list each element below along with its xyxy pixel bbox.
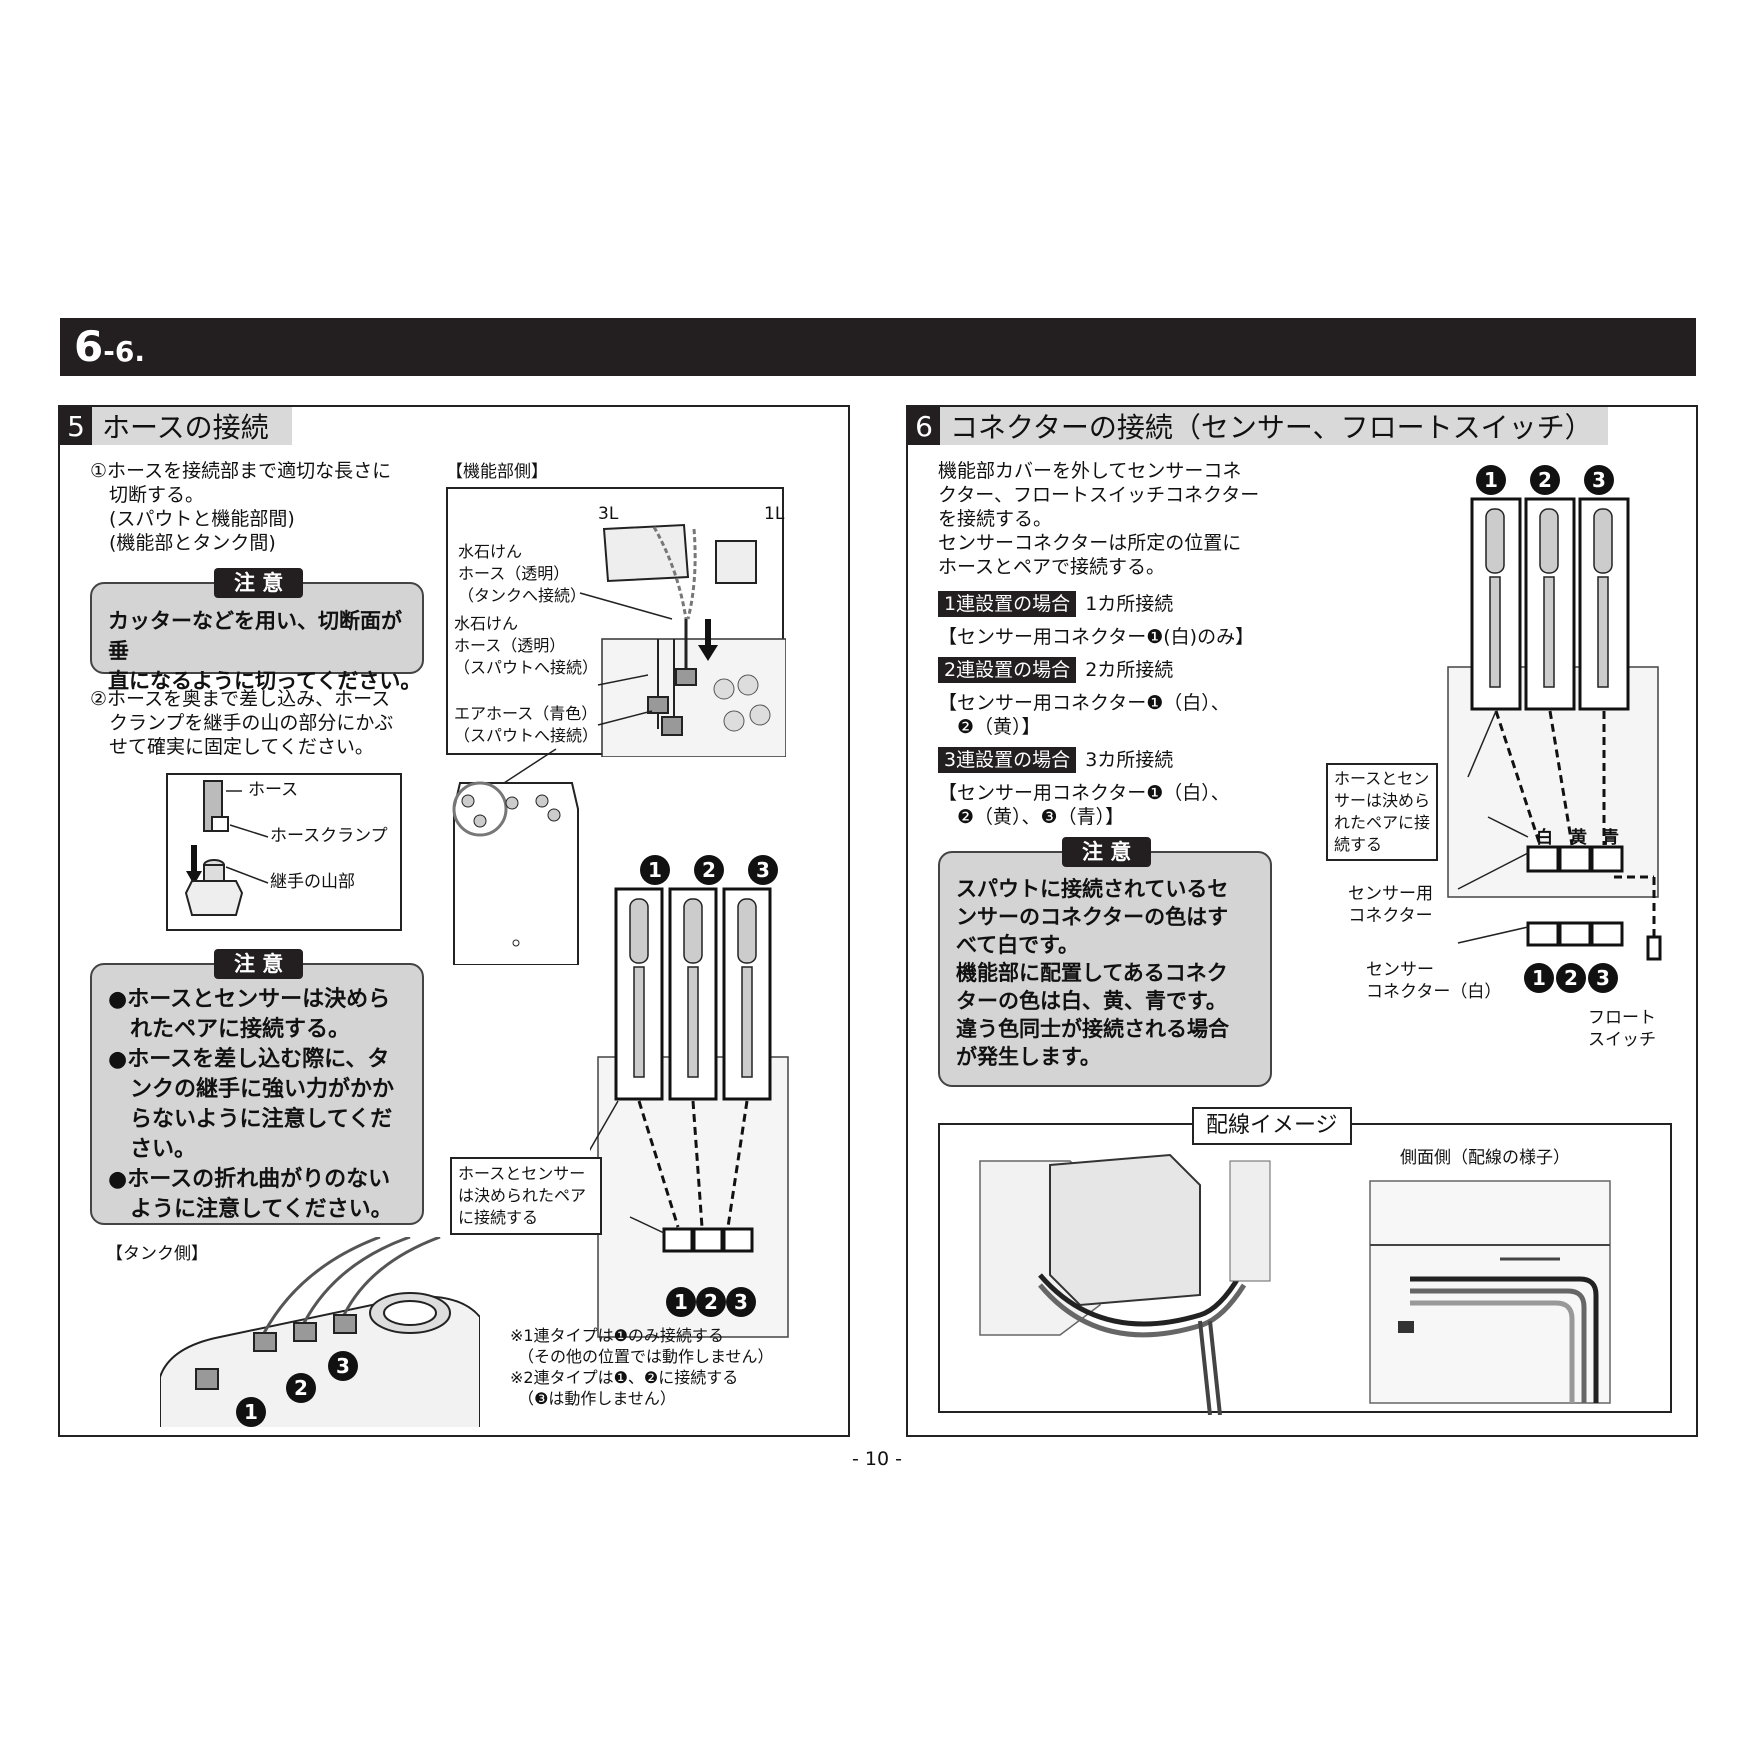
pair-note-callout: ホースとセンサー は決められたペア に接続する — [450, 1157, 602, 1235]
float-switch-label: フロート スイッチ — [1588, 1008, 1656, 1050]
case-3: 3連設置の場合 3カ所接続 — [938, 747, 1173, 773]
tank-illustration — [160, 1237, 480, 1427]
label-3l: 3L — [598, 504, 619, 524]
unit-number-3: 3 — [748, 855, 778, 885]
connector-number-1: 1 — [1524, 963, 1554, 993]
cabinet-illustration — [452, 781, 579, 965]
step1-text: ①ホースを接続部まで適切な長さに 切断する。 (スパウトと機能部間) (機能部と… — [90, 460, 392, 554]
caution-tag: 注 意 — [214, 949, 304, 979]
section-number: 6-6. — [74, 322, 145, 371]
caution-text: スパウトに接続されているセ ンサーのコネクターの色はす べて白です。 機能部に配… — [956, 877, 1229, 1069]
case2-badge: 2連設置の場合 — [938, 657, 1077, 683]
soap-hose-spout-label: 水石けん ホース（透明） （スパウトへ接続） — [454, 614, 599, 677]
callout-line — [503, 748, 557, 784]
section-title-text: ホースの接続 — [102, 411, 269, 444]
connector-number-2: 2 — [696, 1287, 726, 1317]
wiring-title: 配線イメージ — [1206, 1113, 1338, 1138]
pair-note-callout-right: ホースとセン サーは決めら れたペアに接 続する — [1326, 763, 1438, 861]
caution-box-right: 注 意 スパウトに接続されているセ ンサーのコネクターの色はす べて白です。 機… — [938, 837, 1272, 1087]
intro-text: 機能部カバーを外してセンサーコネ クター、フロートスイッチコネクター を接続する… — [938, 460, 1260, 578]
section-number-5: 5 — [60, 407, 92, 445]
hose-clamp-figure: ホース ホースクランプ 継手の山部 — [166, 773, 402, 931]
hose-clamp-label: ホースクランプ — [270, 826, 388, 846]
connector-number-3: 3 — [726, 1287, 756, 1317]
unit-number-2: 2 — [694, 855, 724, 885]
sensor-connector-label: センサー用 コネクター — [1348, 884, 1433, 926]
right-section-title: 6 コネクターの接続（センサー、フロートスイッチ） — [908, 407, 1608, 445]
unit-number-1: 1 — [1476, 465, 1506, 495]
air-hose-label: エアホース（青色） （スパウトへ接続） — [454, 704, 599, 745]
caution-tag: 注 意 — [214, 568, 304, 598]
case3-detail: 【センサー用コネクター❶（白）、 ❷（黄）、❸（青）】 — [938, 782, 1230, 828]
left-panel: 5 ホースの接続 ①ホースを接続部まで適切な長さに 切断する。 (スパウトと機能… — [58, 405, 850, 1437]
tank-side-label: 【タンク側】 — [106, 1244, 208, 1264]
case1-count: 1カ所接続 — [1085, 593, 1174, 615]
case3-badge: 3連設置の場合 — [938, 747, 1077, 773]
page-number: - 10 - — [852, 1448, 902, 1470]
hose-clamp-illustration — [184, 780, 269, 916]
caution-text: カッターなどを用い、切断面が垂 直になるように切ってください。 — [108, 609, 422, 693]
section-header-bar: 6-6. — [60, 318, 1696, 376]
spout-units-illustration — [590, 887, 789, 1338]
wiring-title-tab: 配線イメージ — [1192, 1107, 1352, 1145]
case2-detail: 【センサー用コネクター❶（白）、 ❷（黄）】 — [938, 692, 1230, 738]
connector-number-2: 2 — [1556, 963, 1586, 993]
case1-detail: 【センサー用コネクター❶(白)のみ】 — [938, 626, 1255, 648]
unit-number-2: 2 — [1530, 465, 1560, 495]
step2-text: ②ホースを奥まで差し込み、ホース クランプを継手の山の部分にかぶ せて確実に固定… — [90, 688, 394, 758]
sensor-connector-diagram — [1447, 497, 1662, 961]
wiring-illustration — [979, 1153, 1611, 1415]
caution-text: ●ホースとセンサーは決めら れたペアに接続する。 ●ホースを差し込む際に、タ ン… — [108, 987, 395, 1222]
tank-number-3: 3 — [328, 1351, 358, 1381]
footnote: ※1連タイプは❶のみ接続する （その他の位置では動作しません） ※2連タイプは❶… — [510, 1326, 774, 1408]
color-label-blue: 青 — [1602, 828, 1619, 848]
case1-badge: 1連設置の場合 — [938, 591, 1077, 617]
section-number-6: 6 — [908, 407, 940, 445]
wiring-image-box — [938, 1123, 1672, 1415]
case2-count: 2カ所接続 — [1085, 659, 1174, 681]
connector-number-3: 3 — [1588, 963, 1618, 993]
connector-number-1: 1 — [666, 1287, 696, 1317]
section-title-text: コネクターの接続（センサー、フロートスイッチ） — [950, 411, 1593, 444]
caution-box-2: 注 意 ●ホースとセンサーは決めら れたペアに接続する。 ●ホースを差し込む際に… — [90, 949, 424, 1225]
caution-box-1: 注 意 カッターなどを用い、切断面が垂 直になるように切ってください。 — [90, 568, 424, 693]
case-2: 2連設置の場合 2カ所接続 — [938, 657, 1173, 683]
joint-label: 継手の山部 — [270, 872, 355, 892]
soap-hose-tank-label: 水石けん ホース（透明） （タンクへ接続） — [458, 542, 587, 605]
case-1: 1連設置の場合 1カ所接続 — [938, 591, 1173, 617]
function-side-figure: 3L 1L 水石けん ホース（透明） （タンクへ接続） 水石けん ホース（透明）… — [446, 487, 786, 757]
color-label-yellow: 黄 — [1570, 828, 1587, 848]
side-view-label: 側面側（配線の様子） — [1400, 1148, 1570, 1168]
unit-number-1: 1 — [640, 855, 670, 885]
right-panel: 6 コネクターの接続（センサー、フロートスイッチ） 機能部カバーを外してセンサー… — [906, 405, 1698, 1437]
case3-count: 3カ所接続 — [1085, 749, 1174, 771]
left-section-title: 5 ホースの接続 — [60, 407, 292, 445]
hose-label: ホース — [248, 780, 299, 800]
color-label-white: 白 — [1536, 828, 1553, 848]
tank-number-1: 1 — [236, 1397, 266, 1427]
function-unit-illustration — [579, 523, 786, 757]
function-side-label: 【機能部側】 — [446, 462, 548, 482]
unit-number-3: 3 — [1584, 465, 1614, 495]
label-1l: 1L — [764, 504, 785, 524]
caution-tag: 注 意 — [1062, 837, 1152, 867]
tank-number-2: 2 — [286, 1373, 316, 1403]
sensor-connector-white-label: センサー コネクター（白） — [1366, 960, 1502, 1002]
